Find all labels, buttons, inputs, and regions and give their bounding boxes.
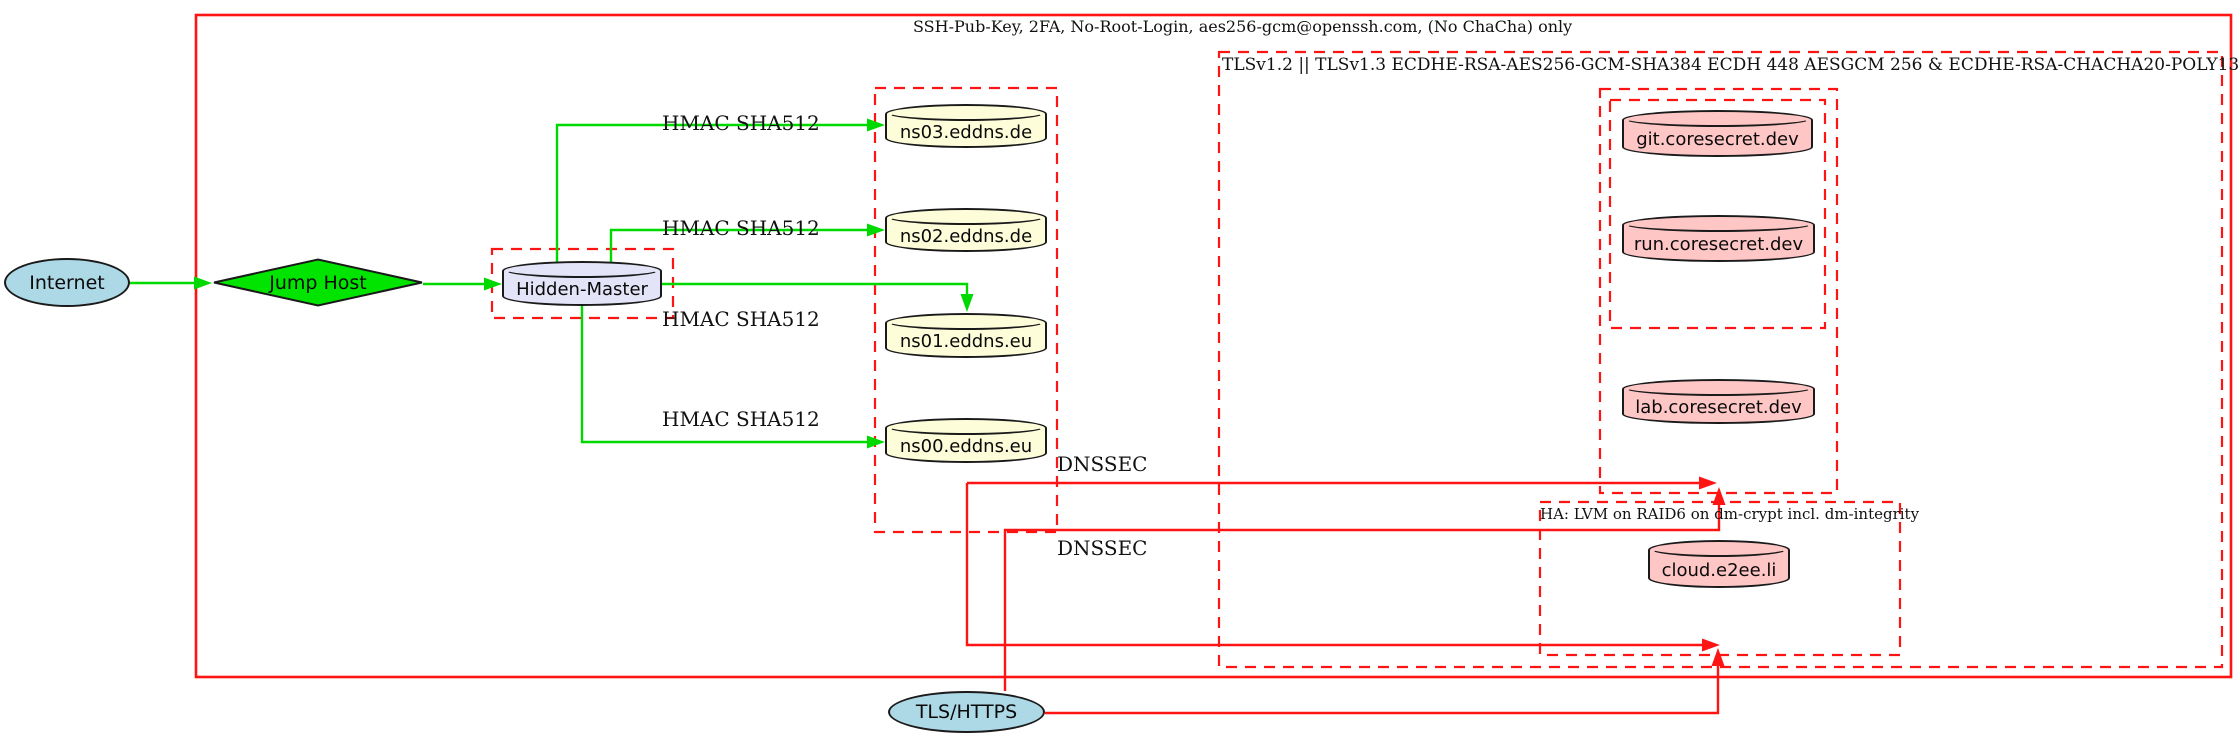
node-cloud-e2ee: cloud.e2ee.li bbox=[1648, 540, 1790, 588]
node-internet: Internet bbox=[4, 258, 130, 307]
node-jump-host-label: Jump Host bbox=[269, 271, 367, 294]
cylinder-lip bbox=[886, 208, 1046, 225]
node-hidden-master: Hidden-Master bbox=[502, 261, 662, 306]
edge-label-hmac-ns01: HMAC SHA512 bbox=[662, 307, 820, 331]
node-cloud-e2ee-label: cloud.e2ee.li bbox=[1661, 559, 1777, 581]
cylinder-lip bbox=[1623, 110, 1812, 127]
edge-hiddenmaster-to-ns03 bbox=[555, 123, 867, 262]
edge-label-hmac-ns03: HMAC SHA512 bbox=[662, 111, 820, 135]
edge-ns-to-ha-cluster bbox=[965, 483, 1702, 647]
node-run-coresecret-label: run.coresecret.dev bbox=[1633, 234, 1804, 255]
cylinder-lip bbox=[886, 104, 1046, 121]
node-jump-host: Jump Host bbox=[213, 258, 423, 307]
edge-label-hmac-ns02: HMAC SHA512 bbox=[662, 216, 820, 240]
arrowhead-dnssec-upper bbox=[1699, 476, 1717, 490]
edge-tlshttps-to-ha-cluster bbox=[1045, 666, 1720, 715]
node-ns03: ns03.eddns.de bbox=[885, 104, 1047, 148]
cluster-nameservers-box bbox=[873, 86, 1059, 534]
edge-hiddenmaster-to-ns00 bbox=[580, 304, 867, 444]
node-tls-https: TLS/HTTPS bbox=[888, 691, 1045, 733]
node-ns01-label: ns01.eddns.eu bbox=[899, 331, 1033, 352]
cluster-coresecret-box bbox=[1598, 87, 1839, 495]
arrowhead-hiddenmaster-to-ns03 bbox=[867, 118, 885, 132]
cylinder-lip bbox=[1623, 215, 1814, 232]
cluster-tls-box bbox=[1217, 50, 2224, 669]
node-ns01: ns01.eddns.eu bbox=[885, 313, 1047, 358]
arrowhead-hiddenmaster-to-ns01 bbox=[960, 294, 974, 312]
arrowhead-hiddenmaster-to-ns02 bbox=[867, 223, 885, 237]
edge-label-hmac-ns00: HMAC SHA512 bbox=[662, 407, 820, 431]
edge-label-dnssec-2: DNSSEC bbox=[1057, 536, 1148, 560]
node-git-coresecret: git.coresecret.dev bbox=[1622, 110, 1813, 157]
node-ns02: ns02.eddns.de bbox=[885, 208, 1047, 252]
node-ns00-label: ns00.eddns.eu bbox=[899, 436, 1033, 457]
cluster-ssh-label: SSH-Pub-Key, 2FA, No-Root-Login, aes256-… bbox=[913, 17, 1573, 36]
arrowhead-tlshttps-to-ha-cluster bbox=[1711, 648, 1725, 666]
cylinder-lip bbox=[886, 313, 1046, 330]
edge-hiddenmaster-to-ns02 bbox=[609, 228, 867, 262]
edge-tlshttps-to-lab-cluster bbox=[1003, 505, 1721, 691]
node-run-coresecret: run.coresecret.dev bbox=[1622, 215, 1815, 262]
cluster-ssh-box bbox=[194, 13, 2233, 679]
node-internet-label: Internet bbox=[29, 271, 105, 294]
cluster-tls-label: TLSv1.2 || TLSv1.3 ECDHE-RSA-AES256-GCM-… bbox=[1222, 55, 2240, 75]
node-ns03-label: ns03.eddns.de bbox=[899, 121, 1033, 143]
cylinder-lip bbox=[1623, 379, 1814, 396]
node-lab-coresecret-label: lab.coresecret.dev bbox=[1635, 397, 1802, 418]
arrowhead-ns-to-ha-cluster bbox=[1702, 638, 1720, 652]
arrowhead-internet-to-jumphost bbox=[194, 276, 212, 290]
node-ns02-label: ns02.eddns.de bbox=[899, 225, 1033, 247]
edge-hiddenmaster-to-ns01 bbox=[662, 282, 969, 294]
arrowhead-hiddenmaster-to-ns00 bbox=[867, 435, 885, 449]
diamond-shape bbox=[213, 258, 423, 307]
arrowhead-tlshttps-to-lab-cluster bbox=[1712, 487, 1726, 505]
node-lab-coresecret: lab.coresecret.dev bbox=[1622, 379, 1815, 424]
cylinder-lip bbox=[503, 261, 661, 278]
cylinder-lip bbox=[1649, 540, 1789, 557]
node-tls-https-label: TLS/HTTPS bbox=[915, 701, 1018, 723]
cylinder-lip bbox=[886, 418, 1046, 435]
cluster-gitrun-box bbox=[1608, 98, 1827, 330]
node-ns00: ns00.eddns.eu bbox=[885, 418, 1047, 463]
arrowhead-jumphost-to-hiddenmaster bbox=[484, 277, 502, 291]
node-git-coresecret-label: git.coresecret.dev bbox=[1636, 129, 1799, 150]
cluster-ha-label: HA: LVM on RAID6 on dm-crypt incl. dm-in… bbox=[1540, 505, 1920, 523]
node-hidden-master-label: Hidden-Master bbox=[516, 279, 648, 300]
edge-label-dnssec-1: DNSSEC bbox=[1057, 452, 1148, 476]
